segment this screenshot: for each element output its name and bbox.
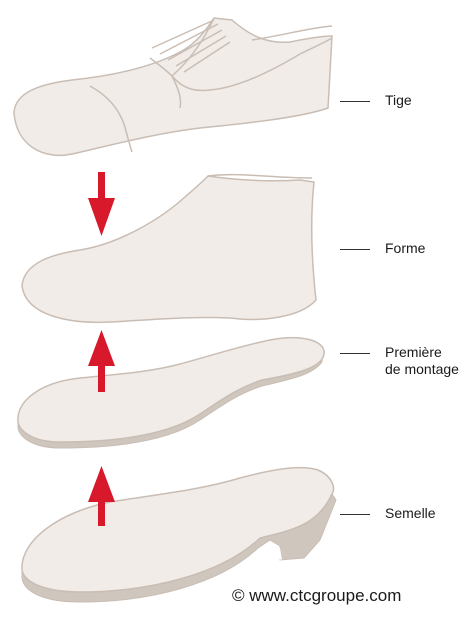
premiere-label-line2: de montage <box>385 361 459 378</box>
tige-illustration <box>14 18 332 155</box>
semelle-label: Semelle <box>385 505 436 522</box>
copyright-notice: © www.ctcgroupe.com <box>232 586 401 606</box>
premiere-label-line1: Première <box>385 344 442 361</box>
semelle-leader-line <box>340 514 370 515</box>
arrow-down-icon <box>88 172 115 236</box>
forme-leader-line <box>340 249 370 250</box>
tige-label: Tige <box>385 92 412 109</box>
tige-leader-line <box>340 101 370 102</box>
forme-illustration <box>22 175 316 323</box>
semelle-illustration <box>22 468 336 602</box>
premiere-de-montage-illustration <box>18 338 324 448</box>
forme-label: Forme <box>385 240 425 257</box>
premiere-leader-line <box>340 353 370 354</box>
